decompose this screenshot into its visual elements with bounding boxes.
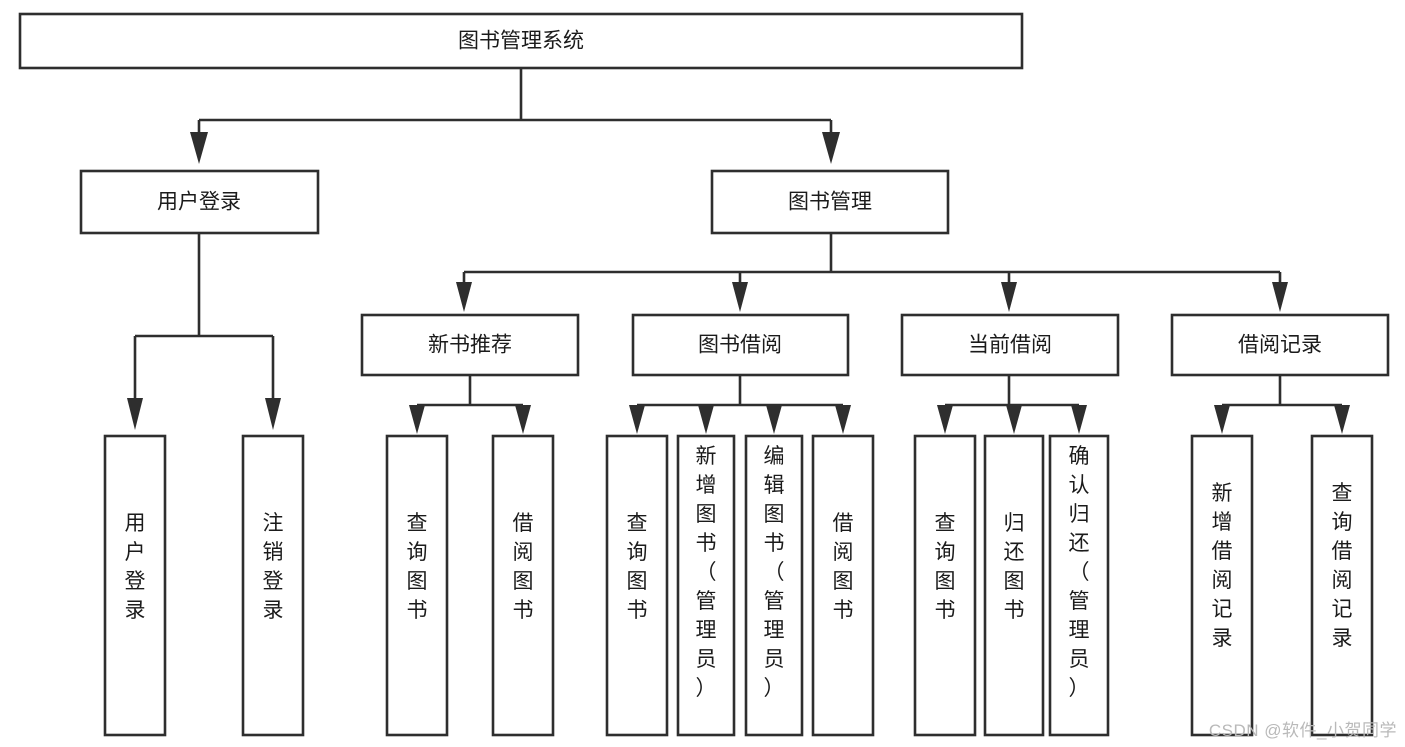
node-book-manage-box[interactable] <box>710 169 950 235</box>
node-new-book-recommend-box[interactable] <box>360 313 580 377</box>
node-leaf-add-book[interactable]: 新增图书（管理员） <box>676 434 736 737</box>
arrow-head-currentborrow-leaf-2 <box>1006 405 1022 434</box>
node-leaf-query-book-a-label: 查询图书 <box>407 512 428 622</box>
node-leaf-return-book[interactable]: 归还图书 <box>983 434 1045 737</box>
node-leaf-add-borrow-record[interactable]: 新增借阅记录 <box>1190 434 1254 737</box>
arrow-head-borrowrecord-leaf-1 <box>1214 405 1230 434</box>
arrow-head-user-leaf-1 <box>127 398 143 430</box>
node-current-borrow[interactable]: 当前借阅 <box>900 313 1120 377</box>
connector-group-root <box>190 68 840 164</box>
connector-group-new-book <box>409 375 531 434</box>
node-leaf-borrow-book-a-label: 借阅图书 <box>513 512 534 622</box>
connector-group-current-borrow <box>937 375 1087 434</box>
node-leaf-query-book-c[interactable]: 查询图书 <box>913 434 977 737</box>
node-leaf-edit-book-box[interactable] <box>744 434 804 737</box>
node-leaf-user-login-box[interactable] <box>103 434 167 737</box>
node-borrow-record-label: 借阅记录 <box>1238 334 1322 357</box>
arrow-head-currentborrow-leaf-1 <box>937 405 953 434</box>
arrow-head-user-leaf-2 <box>265 398 281 430</box>
node-leaf-confirm-return-box[interactable] <box>1048 434 1110 737</box>
node-root[interactable]: 图书管理系统 <box>18 12 1024 70</box>
arrow-head-current-borrow <box>1001 282 1017 312</box>
node-new-book-recommend-label: 新书推荐 <box>428 334 512 357</box>
node-leaf-query-book-c-box[interactable] <box>913 434 977 737</box>
node-leaf-query-book-b-label: 查询图书 <box>627 512 648 622</box>
csdn-watermark: CSDN @软件_小贺同学 <box>1208 721 1397 740</box>
node-leaf-query-book-c-label: 查询图书 <box>935 512 956 622</box>
node-root-box[interactable] <box>18 12 1024 70</box>
arrow-head-currentborrow-leaf-3 <box>1071 405 1087 434</box>
node-leaf-add-book-label: 新增图书（管理员） <box>696 445 717 700</box>
node-leaf-return-book-box[interactable] <box>983 434 1045 737</box>
connector-group-book-manage <box>456 233 1288 312</box>
node-leaf-confirm-return[interactable]: 确认归还（管理员） <box>1048 434 1110 737</box>
arrow-head-bookborrow-leaf-4 <box>835 405 851 434</box>
node-leaf-query-book-b-box[interactable] <box>605 434 669 737</box>
node-leaf-borrow-book-a[interactable]: 借阅图书 <box>491 434 555 737</box>
node-leaf-edit-book[interactable]: 编辑图书（管理员） <box>744 434 804 737</box>
node-leaf-query-book-a-box[interactable] <box>385 434 449 737</box>
node-user-login-box[interactable] <box>79 169 320 235</box>
node-user-login-label: 用户登录 <box>157 191 241 214</box>
connector-group-book-borrow <box>629 375 851 434</box>
arrow-head-bookborrow-leaf-2 <box>698 405 714 434</box>
node-leaf-return-book-label: 归还图书 <box>1004 512 1025 622</box>
node-current-borrow-label: 当前借阅 <box>968 334 1052 357</box>
arrow-head-borrow-record <box>1272 282 1288 312</box>
node-root-label: 图书管理系统 <box>458 30 584 53</box>
node-leaf-add-borrow-record-box[interactable] <box>1190 434 1254 737</box>
arrow-head-book-manage <box>822 132 840 164</box>
arrow-head-new-book <box>456 282 472 312</box>
node-leaf-edit-book-label: 编辑图书（管理员） <box>764 445 785 700</box>
node-book-borrow-box[interactable] <box>631 313 850 377</box>
node-book-borrow-label: 图书借阅 <box>698 334 782 357</box>
node-book-manage-label: 图书管理 <box>788 191 872 214</box>
node-leaf-logout-label: 注销登录 <box>263 512 284 622</box>
arrow-head-newbook-leaf-1 <box>409 405 425 434</box>
node-leaf-query-book-b[interactable]: 查询图书 <box>605 434 669 737</box>
node-leaf-logout-box[interactable] <box>241 434 305 737</box>
node-borrow-record[interactable]: 借阅记录 <box>1170 313 1390 377</box>
node-leaf-add-book-box[interactable] <box>676 434 736 737</box>
node-borrow-record-box[interactable] <box>1170 313 1390 377</box>
arrow-head-borrowrecord-leaf-2 <box>1334 405 1350 434</box>
connector-group-user-login <box>127 234 281 430</box>
arrow-head-bookborrow-leaf-1 <box>629 405 645 434</box>
node-leaf-confirm-return-label: 确认归还（管理员） <box>1069 445 1090 700</box>
node-book-borrow[interactable]: 图书借阅 <box>631 313 850 377</box>
node-leaf-borrow-book-a-box[interactable] <box>491 434 555 737</box>
node-leaf-query-borrow-record-label: 查询借阅记录 <box>1332 482 1353 650</box>
node-leaf-borrow-book-b[interactable]: 借阅图书 <box>811 434 875 737</box>
node-user-login[interactable]: 用户登录 <box>79 169 320 235</box>
arrow-head-book-borrow <box>732 282 748 312</box>
node-leaf-query-borrow-record[interactable]: 查询借阅记录 <box>1310 434 1374 737</box>
node-current-borrow-box[interactable] <box>900 313 1120 377</box>
node-leaf-user-login[interactable]: 用户登录 <box>103 434 167 737</box>
node-leaf-logout[interactable]: 注销登录 <box>241 434 305 737</box>
arrow-head-user-login <box>190 132 208 164</box>
node-new-book-recommend[interactable]: 新书推荐 <box>360 313 580 377</box>
node-leaf-borrow-book-b-box[interactable] <box>811 434 875 737</box>
connector-group-borrow-record <box>1214 375 1350 434</box>
node-leaf-query-book-a[interactable]: 查询图书 <box>385 434 449 737</box>
node-leaf-query-borrow-record-box[interactable] <box>1310 434 1374 737</box>
node-leaf-user-login-label: 用户登录 <box>125 512 146 622</box>
arrow-head-bookborrow-leaf-3 <box>766 405 782 434</box>
node-leaf-add-borrow-record-label: 新增借阅记录 <box>1212 482 1233 650</box>
arrow-head-newbook-leaf-2 <box>515 405 531 434</box>
node-book-manage[interactable]: 图书管理 <box>710 169 950 235</box>
node-leaf-borrow-book-b-label: 借阅图书 <box>833 512 854 622</box>
